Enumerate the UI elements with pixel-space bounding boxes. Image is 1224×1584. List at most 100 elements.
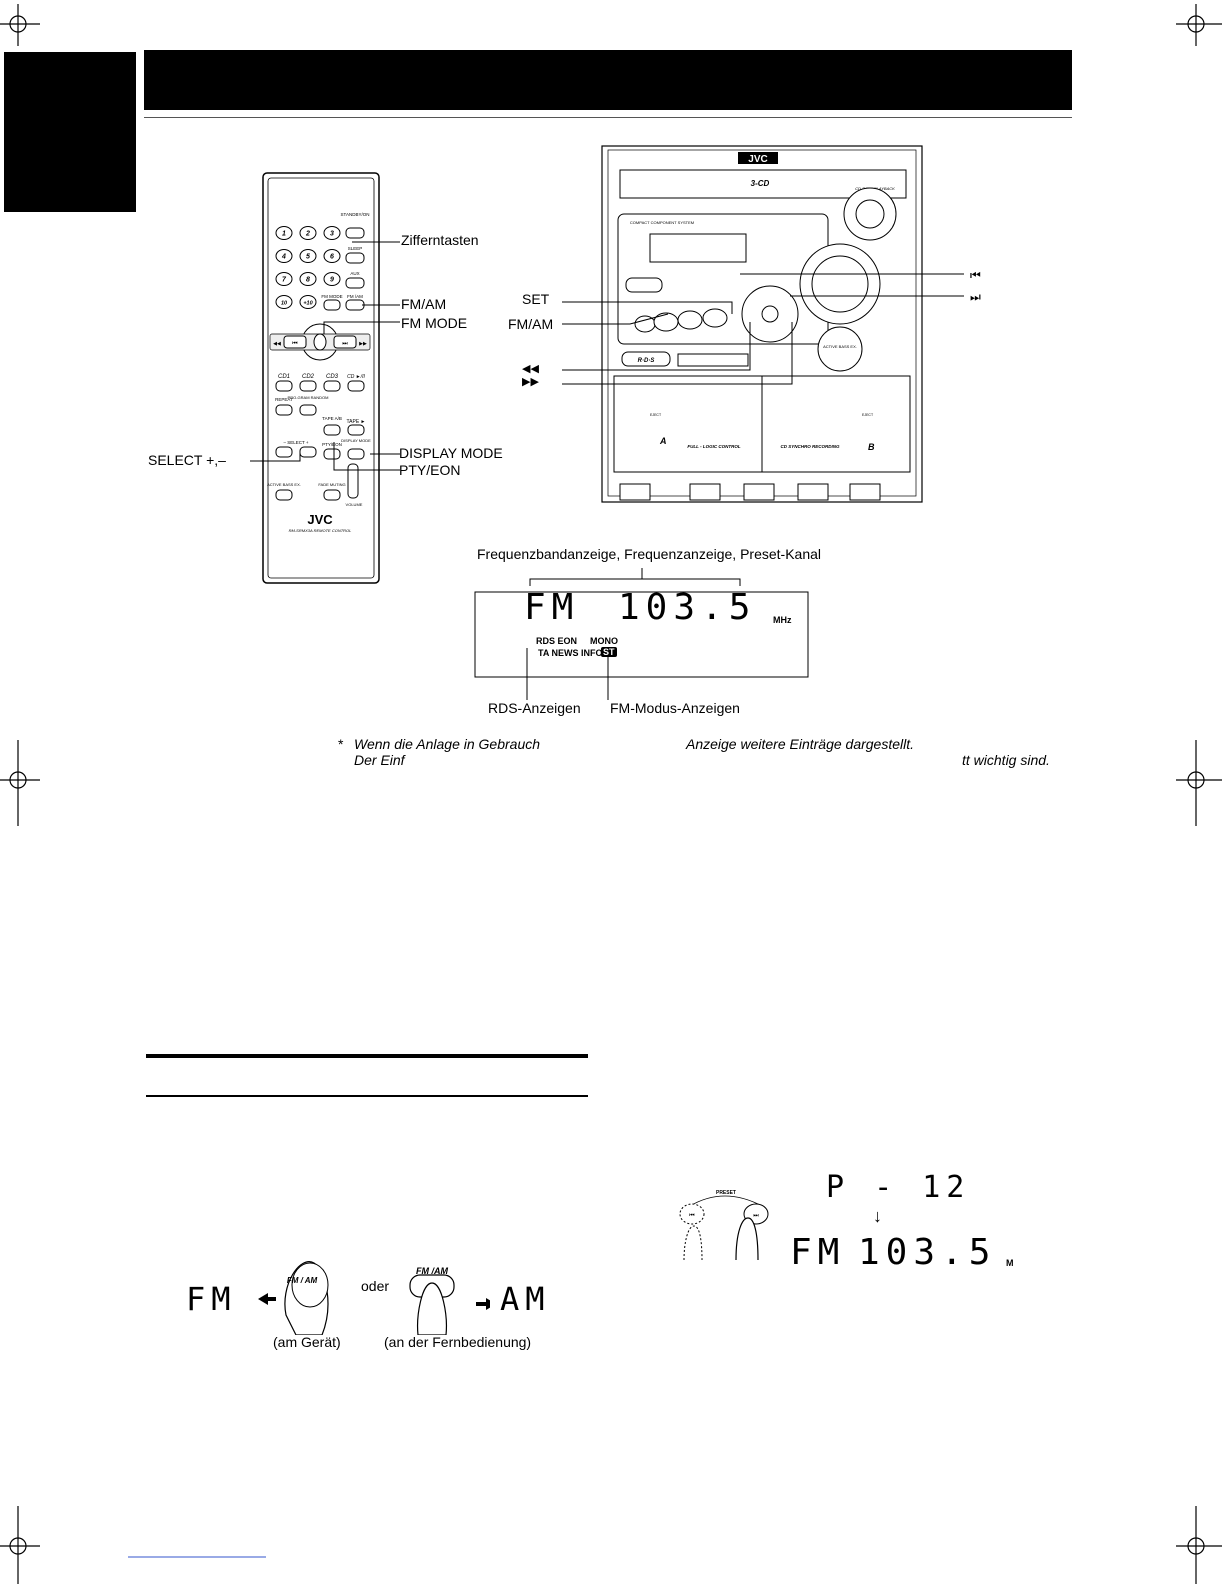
number-key [323, 272, 341, 286]
number-key [323, 226, 341, 240]
remote-sleep-text: SLEEP [348, 246, 363, 251]
label-unit-fm-am: FM/AM [508, 316, 554, 332]
svg-text:▶▶: ▶▶ [359, 341, 367, 347]
preset-number-display: P - 12 [826, 1170, 971, 1205]
note-star: * [338, 736, 344, 752]
crosshair-icon [1176, 740, 1222, 826]
remote-btn-fm-am: FM /AM [416, 1266, 448, 1276]
prev-track-icon: ⏮ [970, 268, 981, 282]
unit-3cd-text: 3-CD [751, 179, 770, 188]
arrow-down-icon: ↓ [873, 1206, 882, 1226]
number-key-label: 10 [281, 301, 287, 307]
label-fm-modus-anzeigen: FM-Modus-Anzeigen [610, 700, 740, 716]
display-ta-news-info: TA NEWS INFO [538, 648, 603, 658]
number-key-label: 5 [306, 254, 310, 261]
unit-eject-b: EJECT [862, 413, 874, 417]
arrow-right-icon [486, 1298, 490, 1310]
preset-band-display: FM [790, 1232, 846, 1273]
number-key [275, 272, 293, 286]
unit-brand-logo: JVC [748, 154, 767, 165]
remote-pty-eon-text: PTY/EON [322, 442, 342, 447]
number-key-label: +10 [303, 301, 312, 307]
fast-forward-icon: ▶▶ [522, 376, 539, 388]
display-band: FM [524, 587, 580, 628]
band-oder: oder [361, 1278, 390, 1294]
band-fm-display: FM [186, 1280, 237, 1318]
note-line2b: tt wichtig sind. [962, 752, 1050, 768]
language-tab [4, 52, 136, 212]
finger-press-icon [417, 1282, 447, 1335]
unit-full-logic-text: FULL - LOGIC CONTROL [687, 444, 740, 449]
band-am-geraet: (am Gerät) [273, 1334, 341, 1350]
display-frequency: 103.5 [618, 587, 757, 628]
note-line1b: Anzeige weitere Einträge dargestellt. [686, 736, 915, 752]
label-pty-eon: PTY/EON [399, 462, 461, 478]
label-select: SELECT +,– [148, 452, 226, 468]
svg-text:⏭: ⏭ [753, 1213, 759, 1219]
unit-rds-logo: R·D·S [638, 358, 655, 364]
main-unit-illustration: JVC 3-CD CD-R/RW PLAYBACK COMPACT COMPON… [601, 145, 923, 503]
note-line1a: Wenn die Anlage in Gebrauch [354, 736, 541, 752]
number-key [299, 295, 317, 309]
number-key [275, 295, 293, 309]
number-key-label: 4 [281, 254, 286, 261]
remote-fade-text: FADE MUTING [318, 482, 345, 487]
unit-eject-a: EJECT [650, 413, 662, 417]
remote-model-text: RM-SRMX3A REMOTE CONTROL [289, 528, 352, 533]
unit-active-bass-text: ACTIVE BASS EX. [823, 344, 857, 349]
display-rds-eon: RDS EON [536, 636, 578, 646]
number-key [299, 226, 317, 240]
number-key [323, 249, 341, 263]
display-diagram [474, 568, 809, 700]
unit-compact-text: COMPACT COMPONENT SYSTEM [630, 220, 694, 225]
remote-select-text: – SELECT + [283, 440, 308, 445]
remote-volume-text: VOLUME [346, 502, 363, 507]
number-key [299, 272, 317, 286]
svg-text:⏮: ⏮ [689, 1213, 695, 1219]
section-rule-top [146, 1054, 588, 1058]
band-select-figure: FM / AM FM /AM [258, 1261, 490, 1335]
remote-active-bass-text: ACTIVE BASS EX. [267, 482, 301, 487]
header-rule [144, 117, 1072, 118]
number-key-label: 6 [330, 254, 334, 261]
rewind-icon: ◀◀ [522, 363, 539, 375]
number-key [275, 226, 293, 240]
remote-fm-am-text: FM /AM [347, 294, 363, 299]
number-key-label: 8 [306, 277, 310, 284]
number-key-label: 9 [330, 277, 334, 284]
unit-synchro-text: CD SYNCHRO RECORDING [780, 444, 840, 449]
remote-repeat-text: REPEAT [275, 397, 293, 402]
remote-brand-logo: JVC [307, 512, 333, 527]
preset-label: PRESET [716, 1190, 736, 1196]
display-caption: Frequenzbandanzeige, Frequenzanzeige, Pr… [477, 546, 822, 562]
crosshair-icon [0, 1506, 40, 1584]
remote-cd-play-text: CD ►/II [347, 374, 365, 380]
unit-deck-a: A [659, 436, 667, 446]
crosshair-icon [0, 4, 40, 46]
preset-freq-display: 103.5 [858, 1232, 997, 1273]
remote-tape-ab-text: TAPE A/B [322, 416, 342, 421]
number-key [275, 249, 293, 263]
svg-text:⏭: ⏭ [342, 341, 348, 347]
crosshair-icon [0, 740, 40, 826]
finger-press-icon [735, 1217, 759, 1261]
number-key-label: 2 [305, 231, 310, 238]
label-display-mode: DISPLAY MODE [399, 445, 503, 461]
label-remote-fm-am: FM/AM [401, 296, 447, 312]
remote-cd3-text: CD3 [326, 374, 339, 380]
crosshair-icon [1176, 4, 1222, 46]
label-rds-anzeigen: RDS-Anzeigen [488, 700, 581, 716]
remote-standby-text: STANDBY/ON [341, 212, 370, 217]
remote-display-mode-text: DISPLAY MODE [341, 438, 371, 443]
svg-text:⏮: ⏮ [292, 341, 298, 347]
label-set: SET [522, 291, 550, 307]
remote-tape-text: TAPE ► [346, 419, 365, 425]
remote-callout-lines [250, 241, 400, 471]
remote-fm-mode-text: FM MODE [321, 294, 342, 299]
arrow-left-icon [258, 1293, 268, 1305]
next-track-icon: ⏭ [970, 290, 981, 304]
preset-buttons-figure: PRESET ⏮ ⏭ [679, 1190, 769, 1261]
display-mhz: MHz [773, 615, 792, 625]
